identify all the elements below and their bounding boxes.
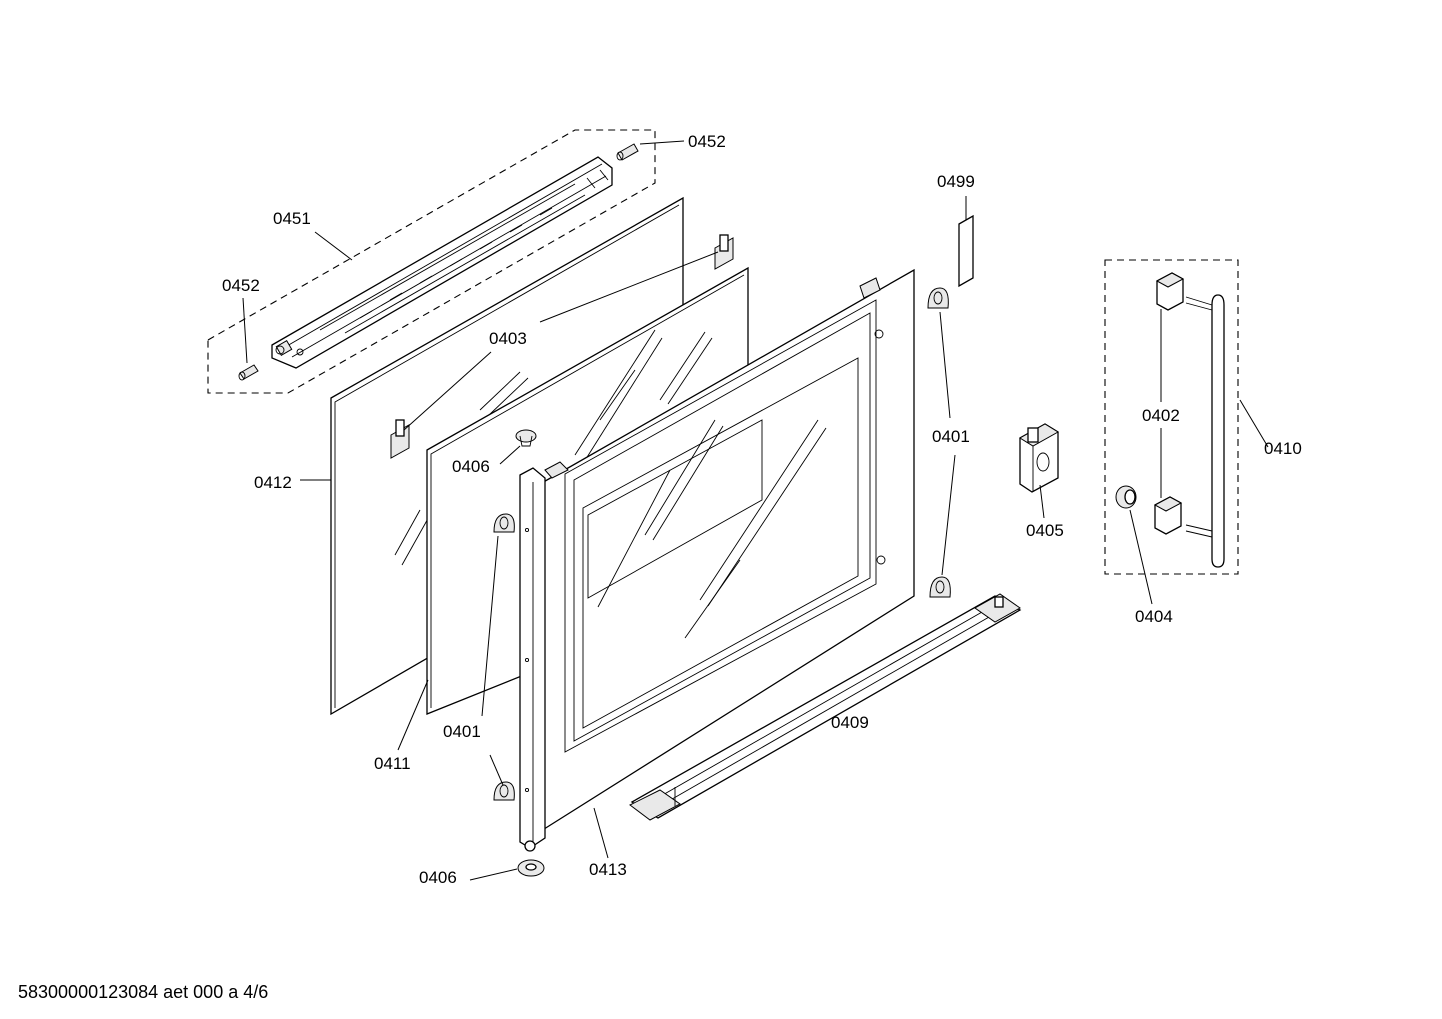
- callout-labels: 0452 0451 0452 0403 0412 0406 0411 0401 …: [222, 132, 1302, 887]
- callout-0413: 0413: [589, 860, 627, 879]
- callout-0401-left: 0401: [443, 722, 481, 741]
- callout-0404: 0404: [1135, 607, 1173, 626]
- hinge-pad-right-upper: [927, 287, 949, 309]
- end-cap-part: [1115, 485, 1137, 509]
- handle-mount-lower: [1153, 496, 1183, 535]
- top-trim-part: [271, 156, 613, 369]
- door-front-panel: [519, 268, 915, 852]
- callout-0405: 0405: [1026, 521, 1064, 540]
- callout-0452-left: 0452: [222, 276, 260, 295]
- leader-lines: [242, 140, 1269, 881]
- pin-part-top: [616, 143, 639, 161]
- callout-0402: 0402: [1142, 406, 1180, 425]
- pin-part-left: [238, 364, 259, 381]
- callout-0411: 0411: [374, 754, 411, 773]
- callout-0410: 0410: [1264, 439, 1302, 458]
- callout-0452-top: 0452: [688, 132, 726, 151]
- callout-0451: 0451: [273, 209, 311, 228]
- handle-assembly-group: [1104, 259, 1239, 575]
- bumper-part-upper: [515, 429, 537, 447]
- hinge-pad-left-lower: [493, 781, 515, 801]
- hinge-pad-left-upper: [493, 513, 515, 533]
- callout-0403: 0403: [489, 329, 527, 348]
- callout-0406-upper: 0406: [452, 457, 490, 476]
- handle-mount-upper: [1155, 272, 1185, 311]
- callout-0499: 0499: [937, 172, 975, 191]
- callout-0412: 0412: [254, 473, 292, 492]
- support-rail: [629, 593, 1022, 821]
- latch-part: [1019, 423, 1059, 493]
- trim-assembly-group: [207, 129, 656, 394]
- handle-bar-part: [1185, 294, 1225, 568]
- hinge-pad-right-lower: [929, 576, 951, 598]
- clip-part-left: [390, 419, 410, 459]
- drawing-number-footer: 58300000123084 aet 000 a 4/6: [18, 982, 268, 1002]
- washer-part-lower: [517, 859, 545, 877]
- callout-0401-right: 0401: [932, 427, 970, 446]
- label-strip-part: [958, 214, 974, 288]
- callout-0409: 0409: [831, 713, 869, 732]
- clip-part-right: [714, 234, 734, 270]
- callout-0406-lower: 0406: [419, 868, 457, 887]
